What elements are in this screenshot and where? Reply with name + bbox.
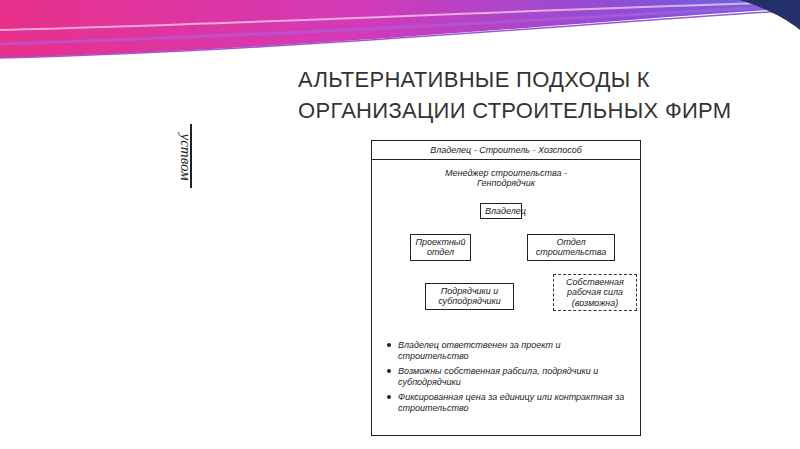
org-box: Собственная рабочая сила (возможна): [553, 274, 637, 311]
bullet-note: Фиксированная цена за единицу или контра…: [398, 392, 626, 414]
frame-box: Владелец - Строитель - ХозспособМенеджер…: [371, 140, 641, 436]
box-label: Владелец: [485, 206, 517, 216]
org-box: Проектный отдел: [410, 234, 471, 261]
box-label: Отдел строительства: [532, 237, 610, 258]
frame-subtitle: Менеджер строительства - Генподрядчик: [432, 168, 580, 189]
box-label: Подрядчики и субподрядчики: [430, 286, 509, 307]
swoosh-stripe: [0, 10, 800, 58]
bullet-note: Владелец ответственен за проект и строит…: [398, 340, 626, 362]
org-box: Отдел строительства: [527, 234, 615, 261]
swoosh: [0, 0, 800, 58]
box-label: Проектный отдел: [415, 237, 466, 258]
swoosh-corner: [740, 0, 800, 30]
box-label: Собственная рабочая сила (возможна): [558, 277, 632, 308]
org-box: Подрядчики и субподрядчики: [425, 283, 514, 310]
bullet-note: Возможны собственная рабсила, подрядчики…: [398, 366, 626, 388]
slide-title: АЛЬТЕРНАТИВНЫЕ ПОДХОДЫ К ОРГАНИЗАЦИИ СТР…: [298, 64, 768, 126]
bullet-dot: [387, 369, 391, 373]
bullet-dot: [387, 343, 391, 347]
org-box: Владелец: [480, 203, 522, 219]
frame-header: Владелец - Строитель - Хозспособ: [372, 141, 640, 160]
bullet-dot: [387, 395, 391, 399]
side-fragment: уством: [176, 124, 196, 190]
